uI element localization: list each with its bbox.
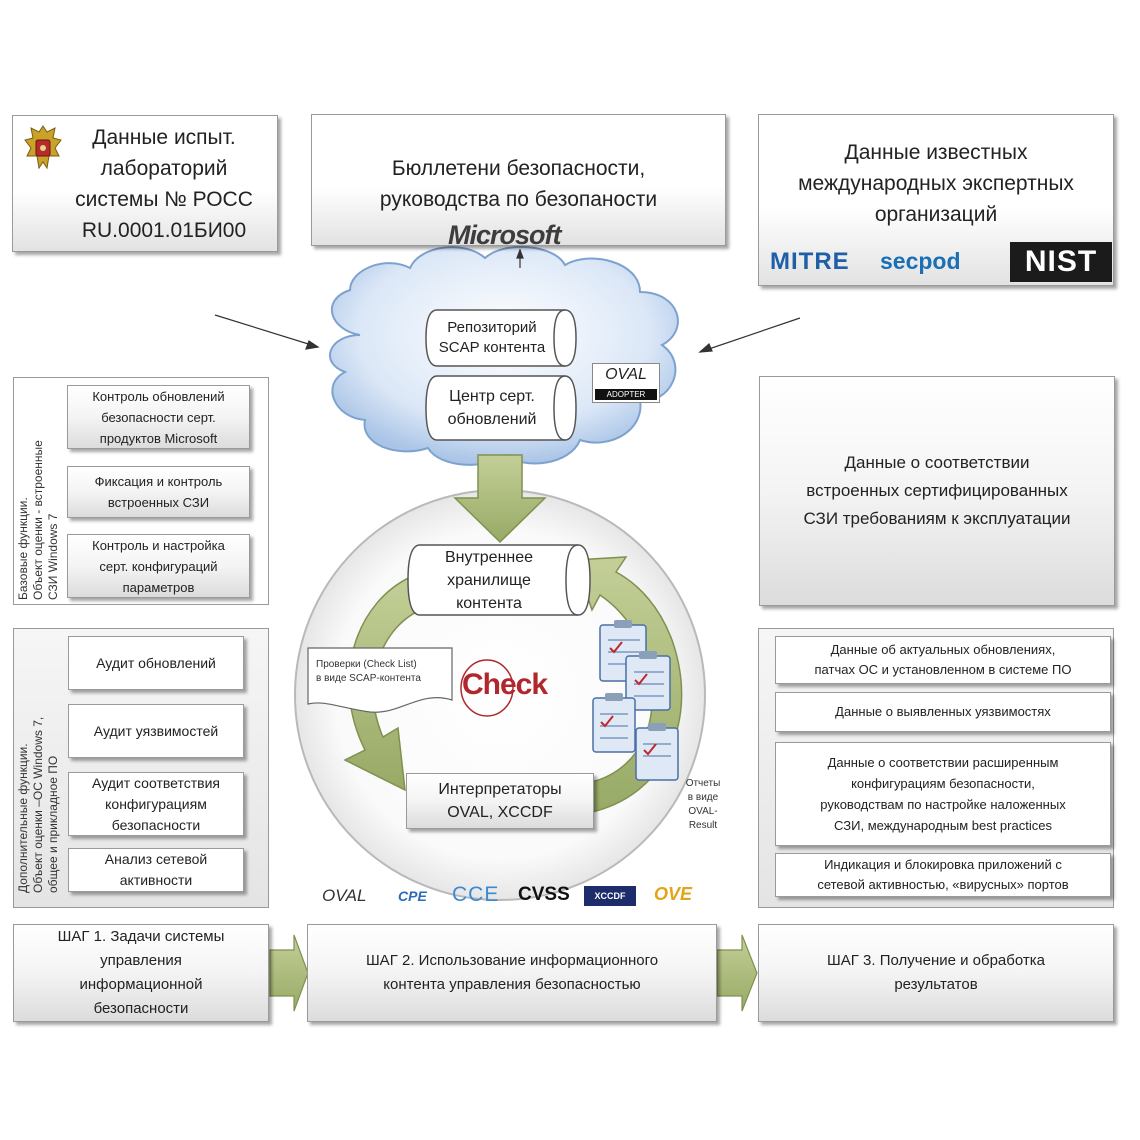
bulletins-text: Бюллетени безопасности, руководства по б…: [379, 157, 658, 211]
storage-cylinder: [407, 544, 591, 616]
oval-badge-sub: ADOPTER: [595, 389, 657, 400]
labs-data-box: Данные испыт. лабораторий системы № РОСС…: [12, 115, 278, 252]
cert-center-cylinder: [425, 375, 577, 441]
step-1-box: ШАГ 1. Задачи системы управления информа…: [13, 924, 269, 1022]
cycle-arrow-left: [343, 573, 426, 792]
oval-adopter-badge: OVAL ADOPTER: [592, 363, 660, 403]
cvss-standard-logo: CVSS: [518, 884, 570, 905]
step-arrow-1: [269, 934, 309, 1012]
checklist-document: [307, 647, 453, 713]
basic-item-config: Контроль и настройка серт. конфигураций …: [67, 534, 250, 598]
clipboard-icon: [625, 651, 671, 711]
bulletins-box: Бюллетени безопасности, руководства по б…: [311, 114, 726, 246]
ove-standard-logo: OVE: [654, 884, 693, 904]
repo-cylinder: [425, 309, 577, 367]
check-logo: [460, 659, 514, 717]
cert-center-label: Центр серт. обновлений: [447, 388, 537, 428]
experts-text: Данные известных международных экспертны…: [798, 141, 1074, 226]
connector-arrows: [214, 248, 801, 353]
microsoft-logo-text: Microsoft: [448, 220, 561, 250]
result-network-blocking: Индикация и блокировка приложений с сете…: [775, 853, 1111, 897]
basic-functions-label: Базовые функции. Объект оценки - встроен…: [16, 440, 60, 600]
extra-item-config-audit: Аудит соответствия конфигурациям безопас…: [68, 772, 244, 836]
step-3-box: ШАГ 3. Получение и обработка результатов: [758, 924, 1114, 1022]
extra-item-network: Анализ сетевой активности: [68, 848, 244, 892]
labs-data-text: Данные испыт. лабораторий системы № РОСС…: [75, 126, 253, 242]
clipboard-icon: [635, 723, 679, 781]
compliance-data-box: Данные о соответствии встроенных сертифи…: [759, 376, 1115, 606]
checklist-label: Проверки (Check List) в виде SCAP-контен…: [316, 659, 421, 684]
check-logo-text: Check: [462, 668, 548, 701]
mitre-logo: MITRE: [770, 248, 850, 275]
cpe-standard-logo: CPE: [398, 888, 427, 904]
basic-item-ms-updates: Контроль обновлений безопасности серт. п…: [67, 385, 250, 449]
oval-standard-logo: OVAL: [322, 886, 367, 905]
interpreters-box: Интерпретаторы OVAL, XCCDF: [406, 773, 594, 829]
xccdf-standard-logo: XCCDF: [584, 886, 636, 906]
extra-item-updates-audit: Аудит обновлений: [68, 636, 244, 690]
extra-item-vuln-audit: Аудит уязвимостей: [68, 704, 244, 758]
clipboard-icon: [592, 693, 636, 753]
basic-item-fixation: Фиксация и контроль встроенных СЗИ: [67, 466, 250, 518]
repo-label: Репозиторий SCAP контента: [438, 319, 546, 356]
eagle-emblem-icon: [24, 125, 62, 170]
down-arrow: [453, 454, 547, 544]
cce-standard-logo: CCE: [452, 883, 500, 906]
step-2-box: ШАГ 2. Использование информационного кон…: [307, 924, 717, 1022]
reports-label: Отчеты в виде OVAL- Result: [685, 778, 721, 831]
step-arrow-2: [716, 934, 758, 1012]
report-clipboards: [592, 620, 679, 781]
result-vulnerabilities: Данные о выявленных уязвимостях: [775, 692, 1111, 732]
nist-logo: NIST: [1010, 242, 1112, 282]
oval-badge-text: OVAL: [605, 366, 647, 383]
result-config-compliance: Данные о соответствии расширенным конфиг…: [775, 742, 1111, 846]
result-updates: Данные об актуальных обновлениях, патчах…: [775, 636, 1111, 684]
secpod-logo: secpod: [880, 248, 961, 274]
storage-label: Внутреннее хранилище контента: [444, 548, 534, 612]
extra-functions-label: Дополнительные функции. Объект оценки –О…: [16, 716, 60, 893]
